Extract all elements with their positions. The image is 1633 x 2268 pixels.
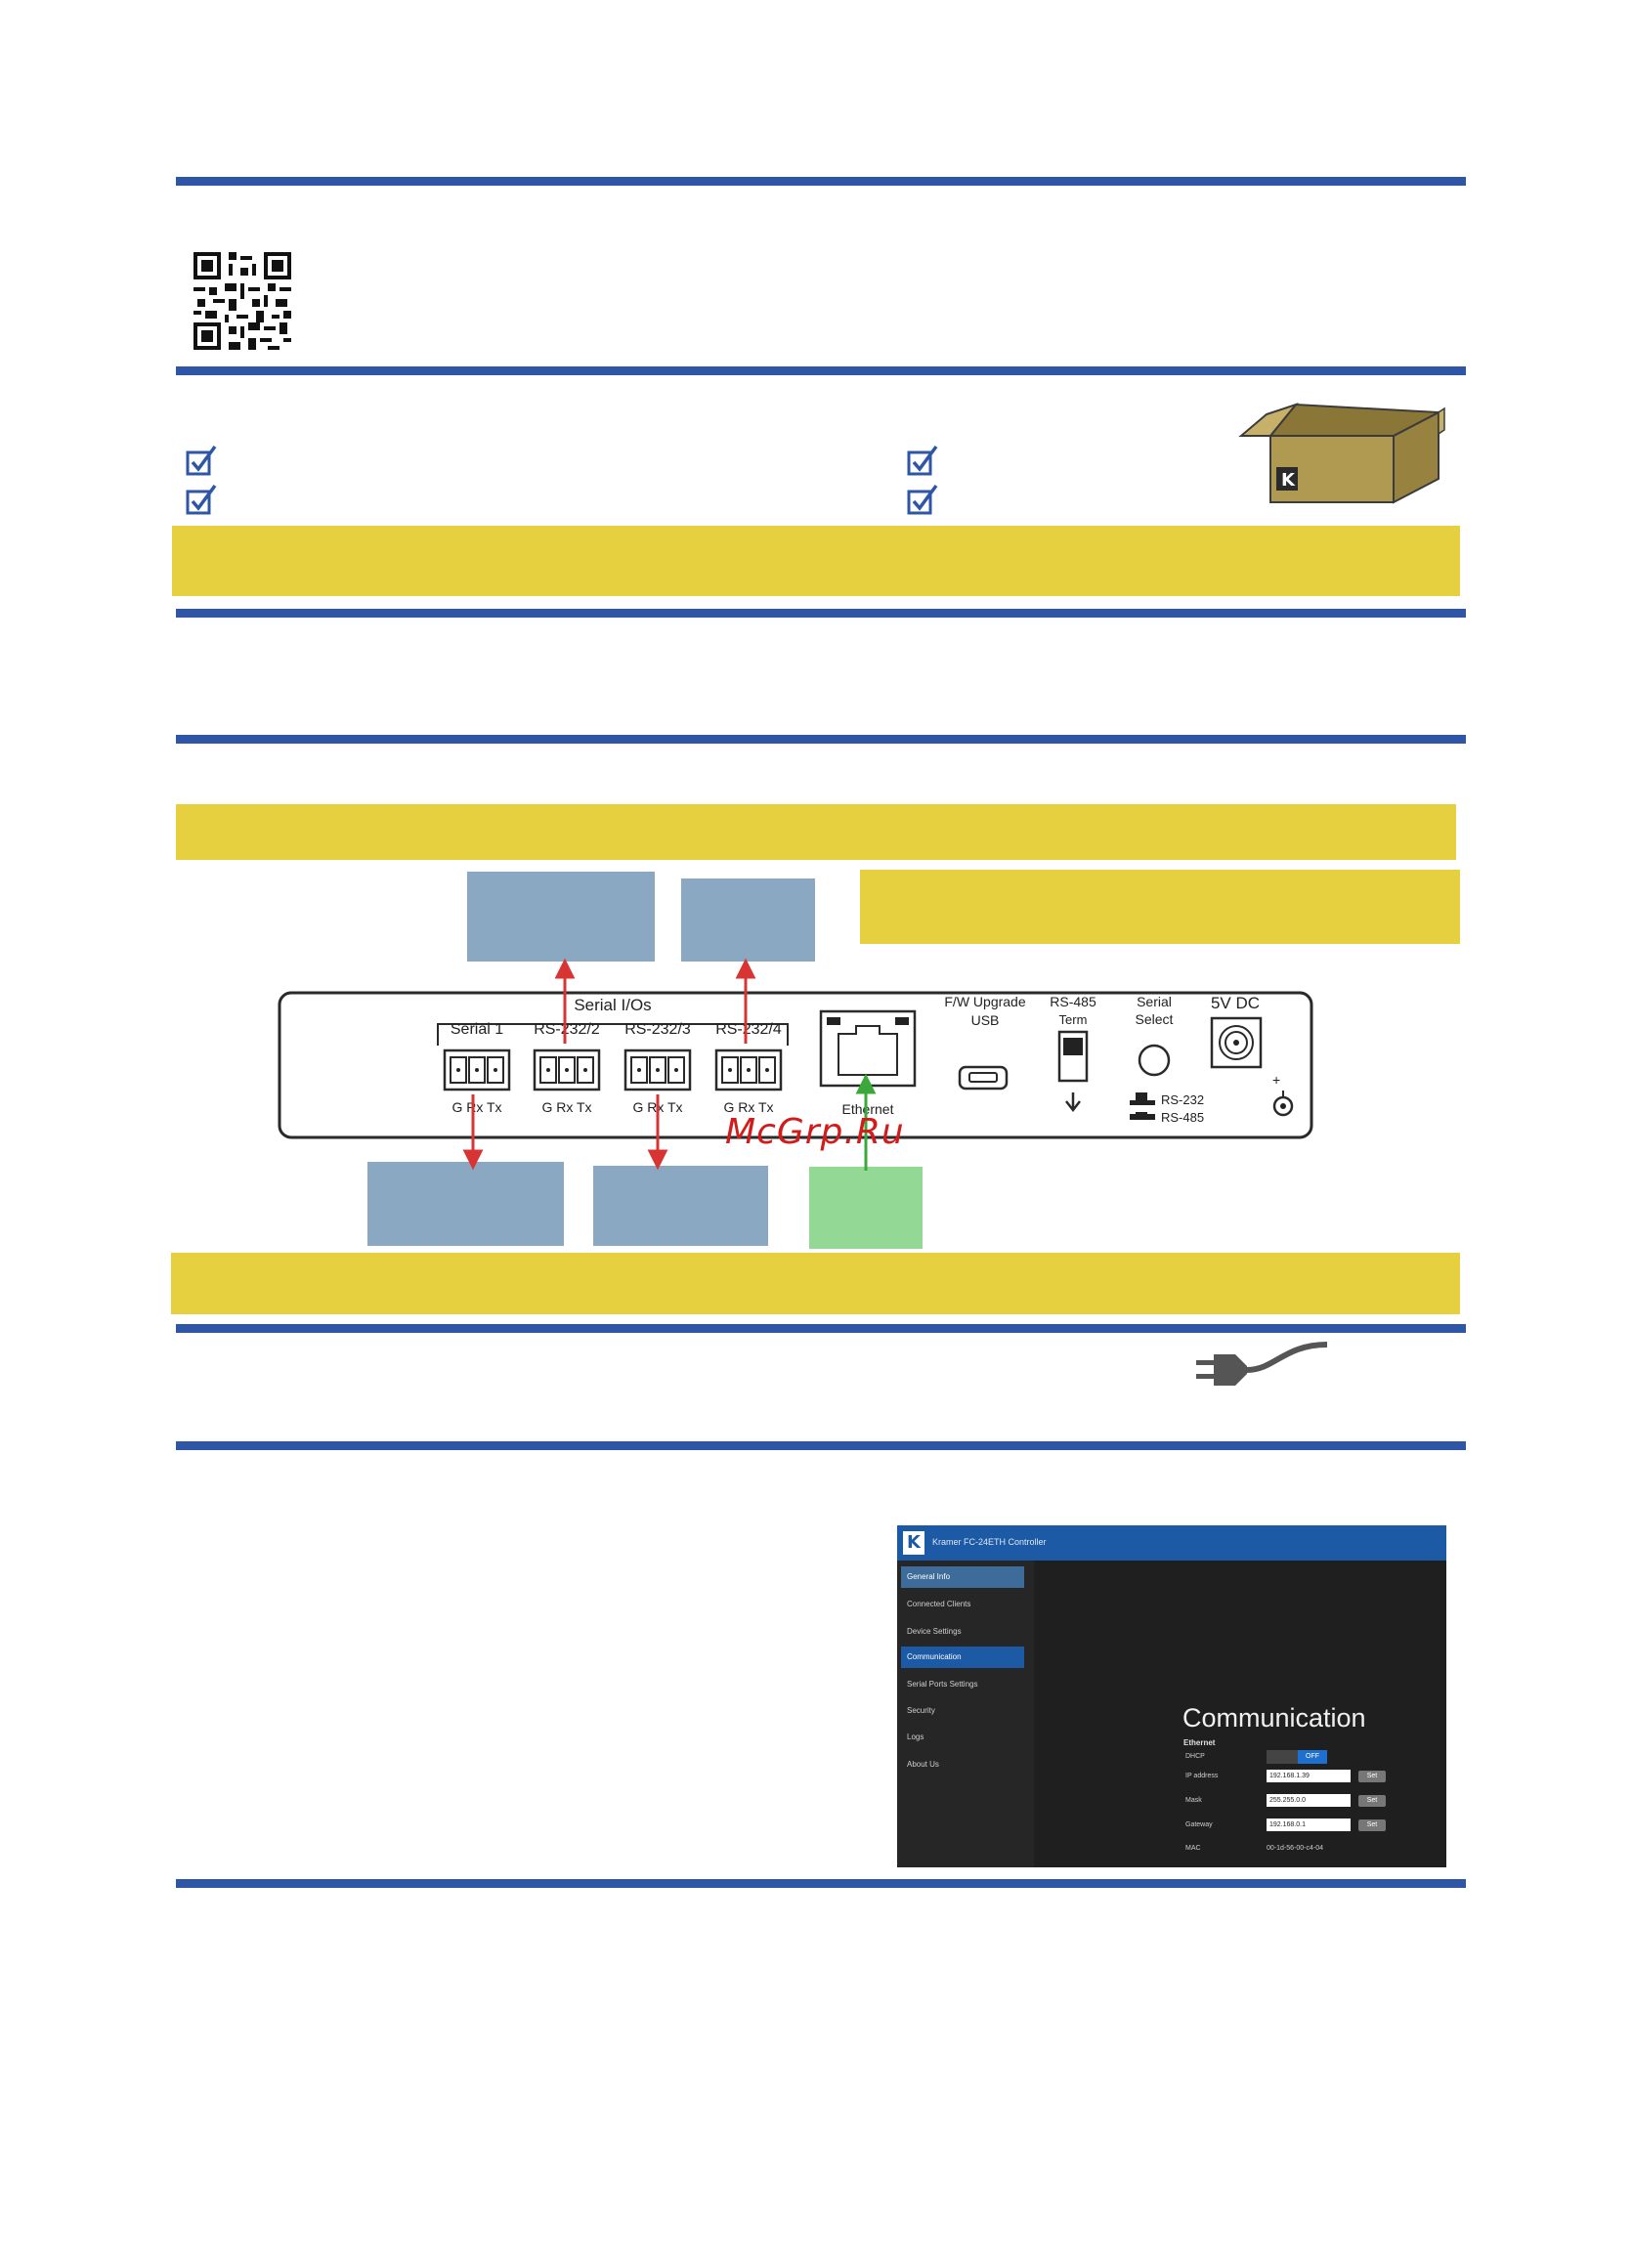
connected-device-box <box>593 1166 768 1246</box>
checkbox-checked-icon <box>186 484 217 515</box>
mac-label: MAC <box>1185 1845 1201 1852</box>
highlight-band <box>176 804 1456 860</box>
mask-input[interactable]: 255.255.0.0 <box>1267 1794 1351 1807</box>
polarity-icon: + <box>1272 1072 1294 1117</box>
term-switch <box>1057 1030 1089 1083</box>
fw-upgrade-label: F/W Upgrade <box>944 994 1025 1009</box>
menu-item-general-info[interactable]: General Info <box>901 1566 1024 1588</box>
web-ui-screenshot: K Kramer FC-24ETH Controller General Inf… <box>897 1525 1446 1867</box>
serial-ios-label: Serial I/Os <box>574 996 651 1014</box>
dhcp-toggle[interactable]: OFF <box>1267 1750 1327 1764</box>
ip-address-label: IP address <box>1185 1773 1219 1779</box>
mask-label: Mask <box>1185 1797 1202 1804</box>
gateway-label: Gateway <box>1185 1821 1213 1828</box>
page-title: Communication <box>1182 1703 1366 1733</box>
section-rule <box>176 735 1466 744</box>
pin-label: G Rx Tx <box>541 1099 591 1115</box>
ethernet-section-title: Ethernet <box>1183 1738 1216 1747</box>
web-ui-header: K Kramer FC-24ETH Controller <box>897 1525 1446 1561</box>
qr-code-icon <box>193 252 291 350</box>
rs232-option-label: RS-232 <box>1161 1092 1204 1107</box>
menu-item-about-us[interactable]: About Us <box>907 1760 939 1769</box>
button-state-icon <box>1130 1092 1155 1120</box>
rs232-3-label: RS-232/3 <box>624 1021 691 1038</box>
section-rule <box>176 609 1466 618</box>
serial-label: Serial <box>1137 994 1172 1009</box>
ethernet-port <box>819 1009 917 1088</box>
serial-select-button <box>1138 1044 1171 1077</box>
dhcp-toggle-state: OFF <box>1298 1750 1327 1764</box>
checkbox-checked-icon <box>907 484 938 515</box>
package-box-icon: K <box>1238 402 1445 504</box>
rs232-2-terminal-block <box>533 1048 601 1091</box>
section-rule <box>176 366 1466 375</box>
menu-item-logs[interactable]: Logs <box>907 1733 924 1741</box>
rs232-3-terminal-block <box>623 1048 692 1091</box>
rs232-4-label: RS-232/4 <box>715 1021 782 1038</box>
set-mask-button[interactable]: Set <box>1358 1795 1386 1807</box>
rs485-option-label: RS-485 <box>1161 1110 1204 1125</box>
web-ui-title: Kramer FC-24ETH Controller <box>932 1537 1047 1547</box>
highlight-band <box>171 1253 1460 1314</box>
mac-value: 00-1d-56-00-c4-04 <box>1267 1845 1323 1852</box>
checkbox-checked-icon <box>186 445 217 476</box>
ethernet-label: Ethernet <box>842 1101 894 1117</box>
section-rule <box>176 1879 1466 1888</box>
menu-item-communication[interactable]: Communication <box>901 1647 1024 1668</box>
dhcp-label: DHCP <box>1185 1753 1205 1760</box>
pin-label: G Rx Tx <box>723 1099 773 1115</box>
menu-item-serial-ports-settings[interactable]: Serial Ports Settings <box>907 1680 978 1689</box>
serial1-terminal-block <box>443 1048 511 1091</box>
lan-box <box>809 1167 923 1249</box>
pin-label: G Rx Tx <box>451 1099 501 1115</box>
arrow-down-icon <box>1065 1092 1081 1113</box>
gateway-input[interactable]: 192.168.0.1 <box>1267 1819 1351 1831</box>
web-ui-main <box>1034 1561 1446 1867</box>
connected-device-box <box>367 1162 564 1246</box>
watermark: McGrp.Ru <box>725 1112 905 1152</box>
select-label: Select <box>1136 1011 1174 1027</box>
serial1-label: Serial 1 <box>451 1021 503 1038</box>
usb-port <box>958 1065 1009 1091</box>
rs232-2-label: RS-232/2 <box>534 1021 600 1038</box>
set-ip-button[interactable]: Set <box>1358 1771 1386 1782</box>
checkbox-checked-icon <box>907 445 938 476</box>
connection-arrows <box>462 958 877 1171</box>
rs232-4-terminal-block <box>714 1048 783 1091</box>
term-label: Term <box>1059 1012 1088 1027</box>
kramer-logo-icon: K <box>903 1531 924 1555</box>
svg-text:K: K <box>1281 470 1296 491</box>
rs485-label: RS-485 <box>1050 994 1096 1009</box>
section-rule <box>176 177 1466 186</box>
connected-device-box <box>467 872 655 962</box>
web-ui-sidebar: General Info Connected Clients Device Se… <box>897 1561 1034 1867</box>
set-gateway-button[interactable]: Set <box>1358 1819 1386 1831</box>
highlight-band <box>860 870 1460 944</box>
ip-address-input[interactable]: 192.168.1.39 <box>1267 1770 1351 1782</box>
menu-item-connected-clients[interactable]: Connected Clients <box>907 1600 971 1608</box>
section-rule <box>176 1441 1466 1450</box>
connected-device-box <box>681 878 815 962</box>
highlight-band <box>172 526 1460 596</box>
section-rule <box>176 1324 1466 1333</box>
usb-label: USB <box>971 1012 1000 1028</box>
power-label: 5V DC <box>1211 994 1260 1012</box>
menu-item-security[interactable]: Security <box>907 1706 935 1715</box>
power-jack <box>1210 1016 1263 1069</box>
svg-text:+: + <box>1272 1072 1280 1088</box>
power-plug-icon <box>1196 1342 1328 1386</box>
menu-item-device-settings[interactable]: Device Settings <box>907 1627 962 1636</box>
